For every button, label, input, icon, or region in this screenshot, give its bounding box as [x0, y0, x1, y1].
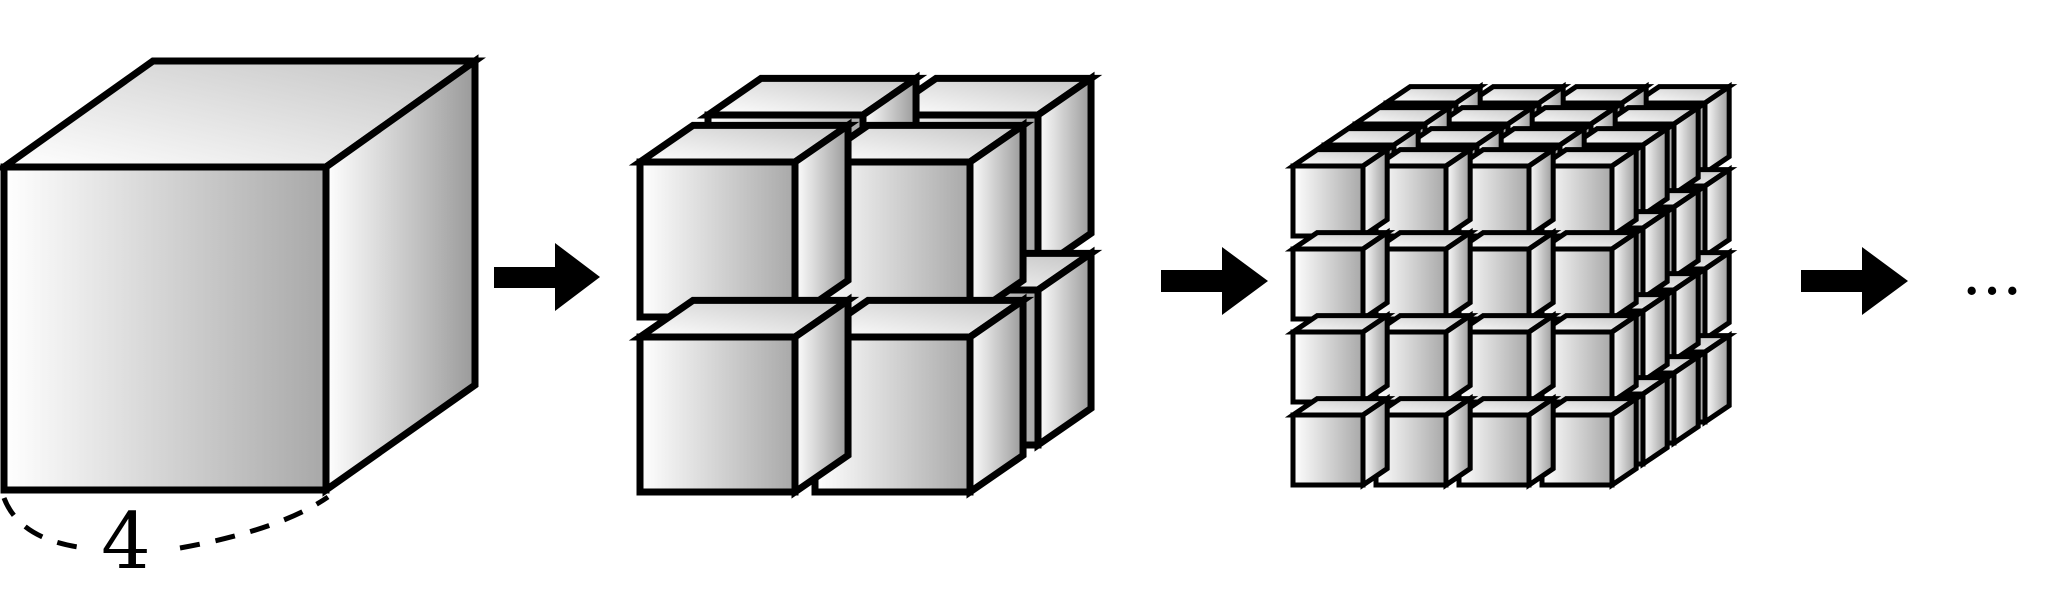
small-cube	[1450, 393, 1562, 490]
cube-side-face	[1034, 246, 1095, 452]
cube-side-face	[966, 118, 1027, 324]
cube-front-face	[636, 158, 799, 321]
cube-side-face	[1702, 81, 1732, 178]
cube-side-face	[1609, 393, 1639, 490]
cube-front-face	[1290, 329, 1366, 405]
small-cube	[1367, 144, 1479, 241]
cube-front-face	[1290, 163, 1366, 239]
small-cube	[1367, 227, 1479, 324]
side-length-label: 4	[101, 497, 151, 587]
cube-side-face	[1443, 310, 1473, 407]
cube-side-face	[1360, 227, 1390, 324]
cube-side-face	[1526, 393, 1556, 490]
ellipsis: ...	[1961, 236, 2022, 310]
small-cube	[1284, 144, 1396, 241]
stage-2-subdivided-cube	[628, 71, 1103, 499]
small-cube	[1533, 393, 1645, 490]
cube-side-face	[1702, 164, 1732, 261]
small-cube	[1450, 310, 1562, 407]
arrow-3	[1801, 247, 1908, 315]
cube-side-face	[1609, 144, 1639, 241]
arrow-2	[1161, 247, 1268, 315]
side-length-dimension-arc	[1, 494, 330, 551]
cube-side-face	[791, 293, 852, 499]
cube-side-face	[1609, 310, 1639, 407]
cube-front-face	[1290, 412, 1366, 488]
cube-side-face	[1640, 206, 1670, 303]
small-cube	[1367, 310, 1479, 407]
cube-side-face	[1609, 227, 1639, 324]
cube-side-face	[791, 118, 852, 324]
small-cube	[1284, 227, 1396, 324]
cube-side-face	[1360, 310, 1390, 407]
large-cube-front-face	[0, 163, 330, 494]
small-cube	[1533, 227, 1645, 324]
cube-side-face	[1671, 268, 1701, 365]
cube-side-face	[1640, 289, 1670, 386]
cube-side-face	[1443, 227, 1473, 324]
large-cube	[0, 54, 486, 497]
cube-side-face	[1640, 372, 1670, 469]
stage-3-subdivided-cube	[1284, 81, 1738, 490]
small-cube	[1367, 393, 1479, 490]
cube-side-face	[1443, 393, 1473, 490]
cube-side-face	[1640, 123, 1670, 220]
cube-side-face	[1526, 227, 1556, 324]
cube-side-face	[1360, 144, 1390, 241]
small-cube	[628, 293, 860, 499]
cube-side-face	[1443, 144, 1473, 241]
small-cube	[803, 293, 1035, 499]
small-cube	[1450, 144, 1562, 241]
cube-side-face	[1526, 310, 1556, 407]
arrow-1	[494, 243, 600, 311]
cube-side-face	[1360, 393, 1390, 490]
cube-side-face	[1702, 247, 1732, 344]
cube-side-face	[1702, 330, 1732, 427]
cube-side-face	[1526, 144, 1556, 241]
cube-side-face	[1034, 71, 1095, 277]
small-cube	[1284, 393, 1396, 490]
cube-front-face	[1290, 246, 1366, 322]
small-cube	[1450, 227, 1562, 324]
small-cube	[628, 118, 860, 324]
cube-side-face	[1671, 351, 1701, 448]
cube-side-face	[1671, 102, 1701, 199]
small-cube	[1284, 310, 1396, 407]
small-cube	[1533, 310, 1645, 407]
cube-side-face	[966, 293, 1027, 499]
cube-front-face	[636, 333, 799, 496]
small-cube	[1533, 144, 1645, 241]
cube-side-face	[1671, 185, 1701, 282]
